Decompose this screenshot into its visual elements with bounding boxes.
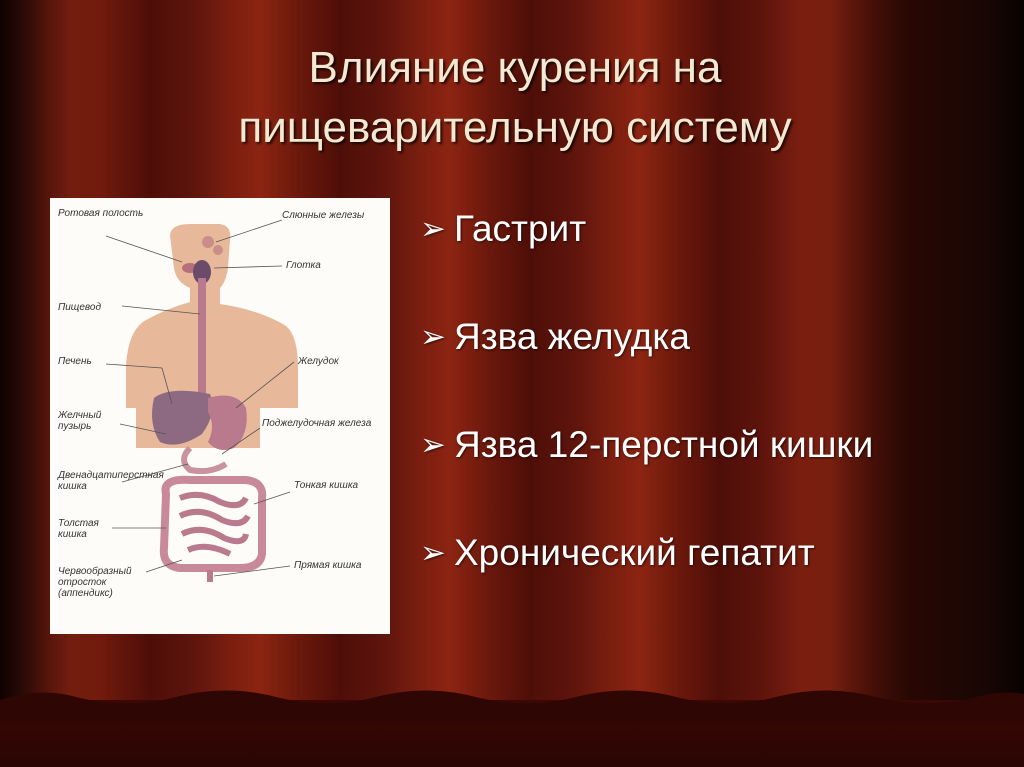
curtain-hem bbox=[0, 690, 1024, 724]
label-esophagus: Пищевод bbox=[58, 302, 101, 313]
label-gallbladder: Желчный пузырь bbox=[58, 410, 102, 432]
list-item: ➢Хронический гепатит bbox=[420, 529, 1010, 637]
body-illustration bbox=[105, 219, 298, 582]
stage-floor bbox=[0, 690, 1024, 767]
pharynx-icon bbox=[193, 260, 211, 284]
bullet-text: Язва желудка bbox=[454, 316, 690, 357]
arrow-bullet-icon: ➢ bbox=[420, 211, 446, 246]
title-line-1: Влияние курения на bbox=[308, 43, 722, 92]
large-intestine-icon bbox=[159, 475, 267, 572]
label-rectum: Прямая кишка bbox=[294, 560, 362, 571]
effects-list: ➢Гастрит ➢Язва желудка ➢Язва 12-перстной… bbox=[420, 205, 1010, 637]
slide-title: Влияние курения на пищеварительную систе… bbox=[120, 38, 910, 158]
leader-lines bbox=[105, 219, 295, 577]
list-item: ➢Гастрит bbox=[420, 205, 1010, 313]
label-mouth: Ротовая полость bbox=[58, 208, 144, 219]
list-item: ➢Язва 12-перстной кишки bbox=[420, 421, 1010, 529]
label-salivary-glands: Слюнные железы bbox=[282, 210, 365, 221]
salivary-gland-icon bbox=[213, 245, 223, 255]
stomach-icon bbox=[208, 395, 247, 450]
salivary-gland-icon bbox=[202, 236, 214, 248]
label-stomach: Желудок bbox=[298, 356, 339, 367]
label-small-intestine: Тонкая кишка bbox=[294, 480, 359, 491]
arrow-bullet-icon: ➢ bbox=[420, 319, 446, 354]
label-pharynx: Глотка bbox=[286, 260, 321, 271]
label-large-intestine: Толстая кишка bbox=[58, 518, 99, 540]
duodenum-icon bbox=[181, 445, 228, 475]
arrow-bullet-icon: ➢ bbox=[420, 427, 446, 462]
label-appendix: Червообразный отросток (аппендикс) bbox=[58, 566, 132, 599]
bullet-text: Язва 12-перстной кишки bbox=[454, 424, 874, 465]
liver-icon bbox=[152, 390, 213, 445]
bullet-text: Гастрит bbox=[454, 208, 587, 249]
label-liver: Печень bbox=[58, 356, 92, 367]
title-line-2: пищеварительную систему bbox=[238, 103, 792, 152]
arrow-bullet-icon: ➢ bbox=[420, 535, 446, 570]
label-duodenum: Двенадцатиперстная кишка bbox=[58, 470, 164, 492]
list-item: ➢Язва желудка bbox=[420, 313, 1010, 421]
bullet-text: Хронический гепатит bbox=[454, 532, 815, 573]
label-pancreas: Поджелудочная железа bbox=[262, 418, 372, 429]
digestive-system-diagram: Ротовая полость Слюнные железы Глотка Пи… bbox=[50, 198, 390, 634]
small-intestine-icon bbox=[178, 491, 251, 557]
